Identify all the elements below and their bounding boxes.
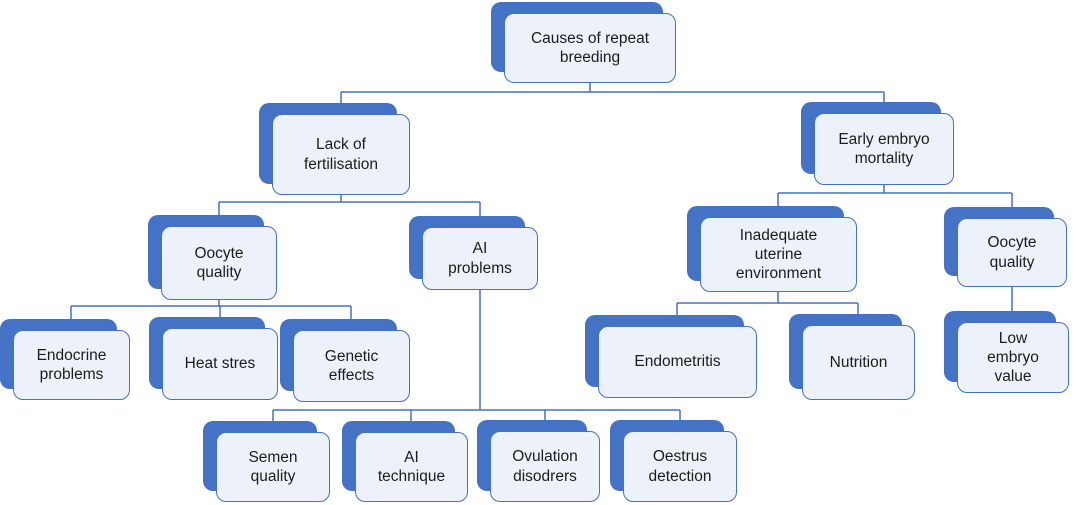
node-label: Lack of fertilisation <box>303 136 379 173</box>
node-inadequate-uterine-environment: Inadequate uterine environment <box>687 206 857 292</box>
node-label: Endometritis <box>634 353 721 371</box>
node-label: Ovulation disodrers <box>512 448 578 485</box>
node-label: Early embryo mortality <box>838 130 930 167</box>
node-label: Oocyte quality <box>987 234 1037 271</box>
node-label: Genetic effects <box>324 347 379 384</box>
node-early-embryo-mortality: Early embryo mortality <box>801 102 954 185</box>
node-causes-of-repeat-breeding: Causes of repeat breeding <box>491 2 676 83</box>
node-ai-technique: AI technique <box>342 421 468 502</box>
node-label: Oocyte quality <box>194 244 244 281</box>
node-oocyte-quality-right: Oocyte quality <box>944 207 1067 287</box>
node-label: Causes of repeat breeding <box>530 29 650 66</box>
node-label: Endocrine problems <box>36 346 107 383</box>
node-oocyte-quality-left: Oocyte quality <box>148 215 277 300</box>
node-label: AI technique <box>377 448 446 485</box>
node-semen-quality: Semen quality <box>203 421 330 502</box>
node-nutrition: Nutrition <box>789 314 915 400</box>
node-heat-stres: Heat stres <box>149 317 278 400</box>
node-label: Heat stres <box>184 355 256 373</box>
node-endocrine-problems: Endocrine problems <box>0 319 130 400</box>
node-label: Oestrus detection <box>648 448 712 485</box>
node-ovulation-disodrers: Ovulation disodrers <box>477 420 600 502</box>
node-label: Low embryo value <box>987 329 1039 386</box>
node-label: Nutrition <box>829 353 888 371</box>
node-label: Inadequate uterine environment <box>735 226 822 283</box>
node-ai-problems: AI problems <box>409 216 538 290</box>
node-oestrus-detection: Oestrus detection <box>610 420 737 502</box>
node-endometritis: Endometritis <box>585 315 757 398</box>
node-lack-of-fertilisation: Lack of fertilisation <box>259 103 410 195</box>
node-label: Semen quality <box>248 448 298 485</box>
node-genetic-effects: Genetic effects <box>280 319 410 402</box>
node-low-embryo-value: Low embryo value <box>944 311 1069 393</box>
node-label: AI problems <box>448 240 512 277</box>
